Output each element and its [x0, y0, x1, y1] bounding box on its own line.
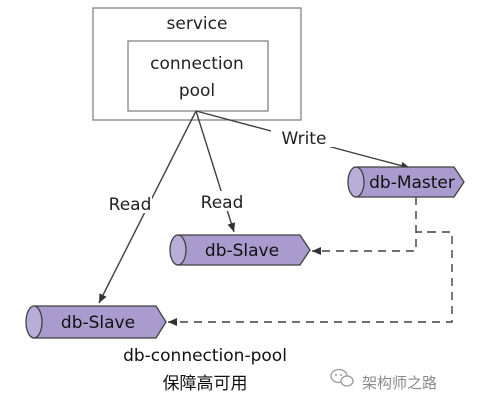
read-right-label-bg [198, 191, 246, 211]
wechat-icon [330, 368, 354, 387]
connection-pool-box [127, 40, 269, 112]
db-slave-bottom-label: db-Slave [61, 313, 135, 333]
caption-line2: 保障高可用 [163, 374, 248, 394]
db-slave-top-label: db-Slave [205, 241, 279, 261]
read-left-label: Read [109, 195, 152, 215]
replication-edge-bottom [168, 231, 453, 326]
write-label-bg [271, 127, 337, 147]
db-master-node: db-Master [347, 166, 465, 198]
connection-pool-line1: connection [150, 54, 244, 74]
read-edge-right [195, 110, 236, 233]
db-slave-top-node: db-Slave [169, 234, 311, 266]
write-label: Write [282, 129, 327, 149]
watermark: 架构师之路 [330, 368, 437, 392]
watermark-text: 架构师之路 [362, 374, 437, 392]
service-title: service [167, 14, 228, 34]
caption-line1: db-connection-pool [123, 346, 287, 366]
replication-edge-top [312, 197, 417, 255]
read-right-label: Read [201, 193, 244, 213]
read-left-label-bg [110, 193, 152, 213]
db-slave-bottom-node: db-Slave [25, 305, 167, 339]
connection-pool-line2: pool [179, 81, 215, 101]
db-master-label: db-Master [369, 173, 455, 193]
